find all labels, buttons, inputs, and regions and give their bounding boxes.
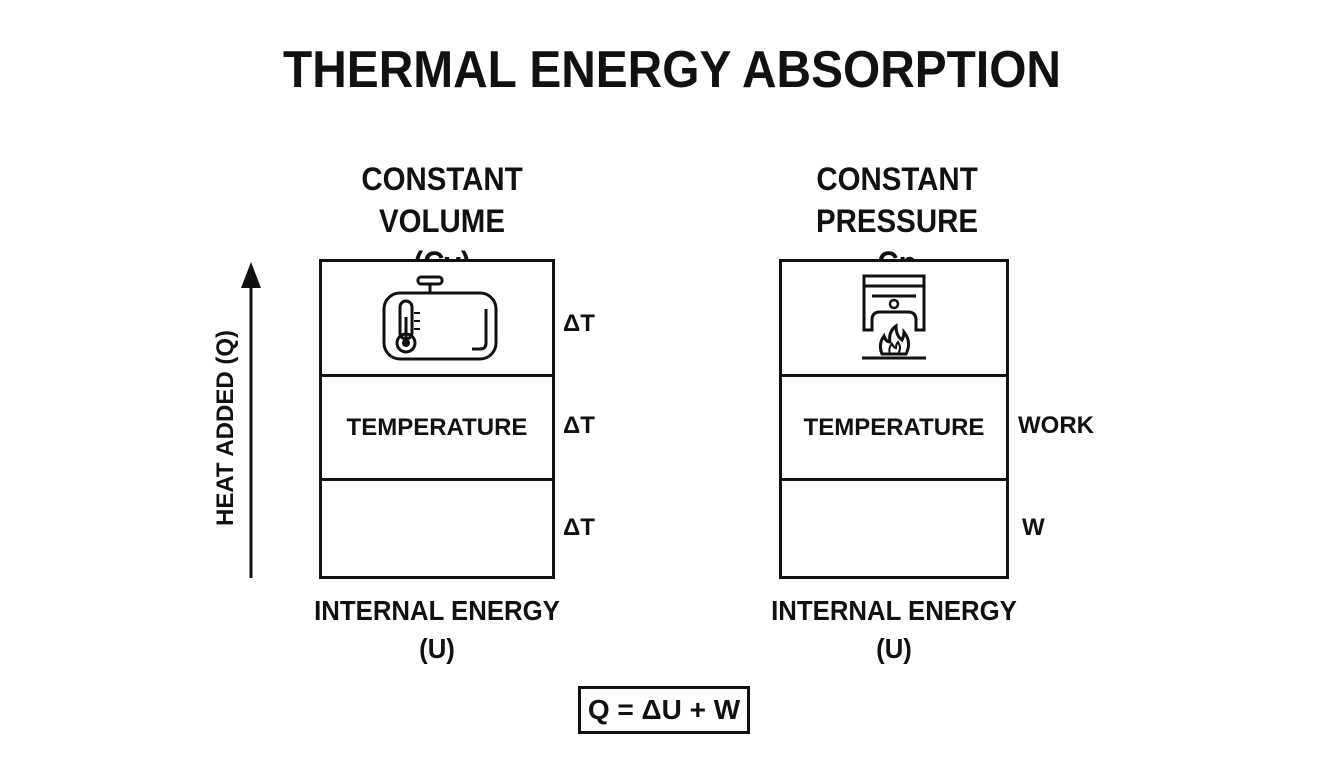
sealed-tank-with-thermometer-icon <box>382 275 498 361</box>
right-energy-stack: TEMPERATURE <box>779 259 1009 579</box>
right-heading-text: CONSTANT PRESSURE <box>816 161 978 239</box>
left-internal-energy-sub: (U) <box>419 633 455 664</box>
right-bottom-cell <box>782 478 1006 576</box>
left-heading-text: CONSTANT VOLUME <box>361 161 523 239</box>
right-top-cell <box>782 262 1006 374</box>
left-internal-energy-text: INTERNAL ENERGY <box>314 595 560 626</box>
left-delta-t-1: ΔT <box>563 310 595 337</box>
left-temperature-cell: TEMPERATURE <box>322 374 552 478</box>
right-temperature-label: TEMPERATURE <box>803 413 985 441</box>
left-bottom-cell <box>322 478 552 576</box>
diagram-title: THERMAL ENERGY ABSORPTION <box>283 41 1061 99</box>
right-w-label: W <box>1022 514 1045 541</box>
left-top-cell <box>322 262 552 374</box>
piston-cylinder-with-flame-icon <box>862 274 926 360</box>
left-column-heading: CONSTANT VOLUME (Cv) <box>299 158 584 284</box>
right-work-label: WORK <box>1018 412 1094 439</box>
left-delta-t-2: ΔT <box>563 412 595 439</box>
right-temperature-cell: TEMPERATURE <box>782 374 1006 478</box>
left-delta-t-3: ΔT <box>563 514 595 541</box>
right-internal-energy-text: INTERNAL ENERGY <box>771 595 1017 626</box>
left-temperature-label: TEMPERATURE <box>346 413 528 441</box>
right-internal-energy-sub: (U) <box>876 633 912 664</box>
heat-axis-arrow <box>241 262 261 578</box>
left-energy-stack: TEMPERATURE <box>319 259 555 579</box>
heat-axis-label: HEAT ADDED (Q) <box>212 330 239 526</box>
first-law-equation: Q = ΔU + W <box>578 686 750 734</box>
right-bottom-label: INTERNAL ENERGY (U) <box>756 592 1032 668</box>
left-bottom-label: INTERNAL ENERGY (U) <box>299 592 575 668</box>
